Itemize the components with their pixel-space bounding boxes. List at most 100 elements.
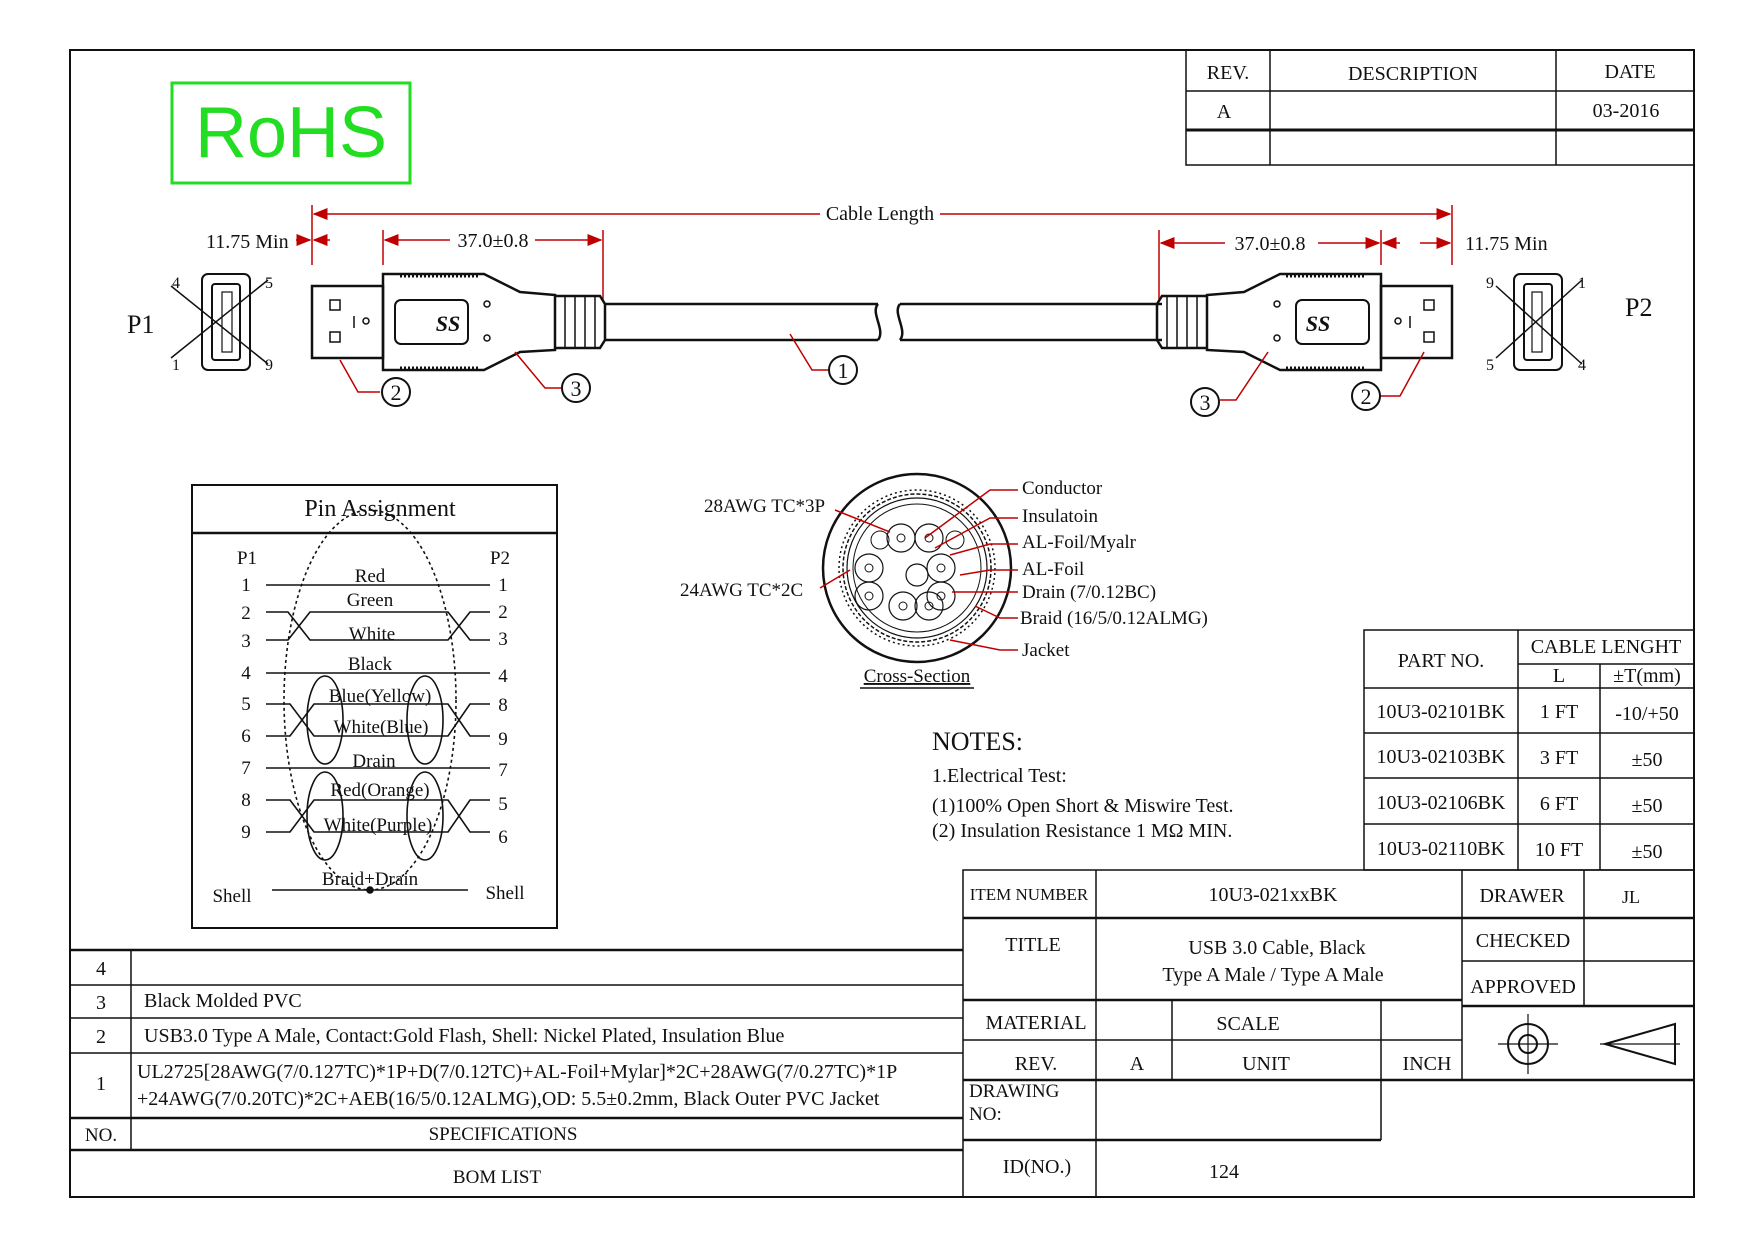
dim-molding-right: 37.0±0.8: [1235, 233, 1306, 255]
callout-2-right: 2: [1361, 384, 1372, 409]
bom-row-1-no: 1: [96, 1073, 106, 1095]
wire-label-red: Red: [355, 566, 386, 587]
p2-pin-4: 4: [1578, 357, 1586, 374]
pin-p1-2: 2: [241, 603, 251, 624]
cone-projection-symbol: [1600, 1022, 1680, 1066]
rohs-label: RoHS: [195, 93, 387, 173]
label-insulation: Insulatoin: [1022, 506, 1098, 527]
wire-label-drain: Drain: [352, 751, 396, 772]
rev-header: REV.: [1207, 62, 1249, 84]
checked-label: CHECKED: [1476, 930, 1570, 952]
pin-p2-header: P2: [490, 548, 510, 569]
item-number-value: 10U3-021xxBK: [1209, 884, 1338, 906]
first-angle-symbol: [1498, 1014, 1558, 1074]
pin-p2-7: 7: [498, 760, 508, 781]
pin-p2-8: 8: [498, 695, 508, 716]
wire-label-black: Black: [348, 654, 393, 675]
pin-p2-1: 1: [498, 575, 508, 596]
drawing-no-label-1: DRAWING: [969, 1081, 1060, 1102]
title-line-1: USB 3.0 Cable, Black: [1188, 937, 1365, 959]
pin-p1-8: 8: [241, 790, 251, 811]
revision-table: [1185, 49, 1695, 166]
pin-p1-3: 3: [241, 631, 251, 652]
part-row-1-length: 1 FT: [1540, 701, 1578, 723]
wire-label-white-blue: White(Blue): [334, 717, 429, 738]
p1-label: P1: [127, 310, 154, 339]
p1-pin-4: 4: [172, 275, 180, 292]
id-value: 124: [1209, 1161, 1239, 1183]
part-row-4-part: 10U3-02110BK: [1377, 838, 1506, 860]
pin-assignment-box: [191, 484, 558, 929]
wire-label-white: White: [349, 624, 395, 645]
bom-row-4-no: 4: [96, 958, 106, 980]
bom-row-3-no: 3: [96, 992, 106, 1014]
drawer-value: JL: [1622, 887, 1640, 907]
bom-row-2-no: 2: [96, 1026, 106, 1048]
unit-value: INCH: [1403, 1053, 1452, 1075]
shell-wire-label: Braid+Drain: [322, 869, 419, 890]
callout-3-left: 3: [571, 376, 582, 401]
cable-drawing: Cable Length 11.75 Min 37.0±0.8 37.0±0.8…: [127, 203, 1652, 417]
pin-p2-6: 6: [498, 827, 508, 848]
cable-length-header: CABLE LENGHT: [1531, 636, 1682, 658]
pin-p2-3: 3: [498, 629, 508, 650]
part-row-2-part: 10U3-02103BK: [1377, 746, 1506, 768]
pin-p1-7: 7: [241, 758, 251, 779]
bom-row-3-spec: Black Molded PVC: [144, 990, 302, 1012]
tol-header: ±T(mm): [1613, 665, 1681, 687]
part-row-3-length: 6 FT: [1540, 793, 1578, 815]
approved-label: APPROVED: [1470, 976, 1576, 998]
p1-pin-5: 5: [265, 275, 273, 292]
label-jacket: Jacket: [1022, 640, 1070, 661]
material-label: MATERIAL: [985, 1012, 1086, 1034]
pin-assignment-title: Pin Assignment: [304, 496, 456, 522]
label-al-foil: AL-Foil: [1022, 559, 1084, 580]
id-label: ID(NO.): [1003, 1156, 1071, 1178]
p2-pin-9: 9: [1486, 275, 1494, 292]
pin-wires: [266, 509, 490, 894]
part-row-3-tol: ±50: [1632, 795, 1663, 817]
pin-p2-2: 2: [498, 602, 508, 623]
p1-pin-9: 9: [265, 357, 273, 374]
p2-pin-1: 1: [1578, 275, 1586, 292]
p1-pin-1: 1: [172, 357, 180, 374]
description-header: DESCRIPTION: [1348, 63, 1478, 85]
bom-grid: [70, 948, 963, 1152]
bom-footer: BOM LIST: [453, 1167, 542, 1188]
rohs-badge: RoHS: [170, 81, 412, 185]
shell-label-left: Shell: [212, 886, 251, 907]
part-row-1-tol: -10/+50: [1615, 703, 1679, 725]
rev-value: A: [1217, 101, 1232, 123]
callout-3-right: 3: [1200, 390, 1211, 415]
part-row-2-tol: ±50: [1632, 749, 1663, 771]
bom-row-2-spec: USB3.0 Type A Male, Contact:Gold Flash, …: [144, 1025, 785, 1047]
title-label: TITLE: [1005, 934, 1061, 956]
l-header: L: [1553, 665, 1565, 687]
pin-p1-5: 5: [241, 694, 251, 715]
usb-ss-logo-left: SS: [436, 311, 460, 336]
unit-label: UNIT: [1242, 1053, 1290, 1075]
scale-label: SCALE: [1216, 1013, 1279, 1035]
bom-row-1-spec-line2: +24AWG(7/0.20TC)*2C+AEB(16/5/0.12ALMG),O…: [137, 1088, 880, 1110]
bom-row-1-spec-line1: UL2725[28AWG(7/0.127TC)*1P+D(7/0.12TC)+A…: [137, 1061, 897, 1083]
cross-section-figure: [821, 472, 1013, 664]
p2-pin-5: 5: [1486, 357, 1494, 374]
date-value: 03-2016: [1593, 100, 1660, 122]
pin-p1-4: 4: [241, 663, 251, 684]
part-row-1-part: 10U3-02101BK: [1377, 701, 1506, 723]
shell-label-right: Shell: [485, 883, 524, 904]
label-28awg-tc3p: 28AWG TC*3P: [704, 496, 825, 517]
pin-p1-9: 9: [241, 822, 251, 843]
part-row-2-length: 3 FT: [1540, 747, 1578, 769]
sheet-border: [69, 49, 1695, 1198]
pin-p1-1: 1: [241, 575, 251, 596]
part-no-header: PART NO.: [1398, 650, 1485, 672]
p2-connector: [1155, 272, 1454, 372]
label-braid: Braid (16/5/0.12ALMG): [1020, 608, 1208, 629]
pin-p2-5: 5: [498, 794, 508, 815]
wire-label-blue-yellow: Blue(Yellow): [329, 686, 432, 707]
date-header: DATE: [1604, 61, 1655, 83]
label-conductor: Conductor: [1022, 478, 1103, 499]
pin-p1-6: 6: [241, 726, 251, 747]
wire-label-green: Green: [347, 590, 394, 611]
